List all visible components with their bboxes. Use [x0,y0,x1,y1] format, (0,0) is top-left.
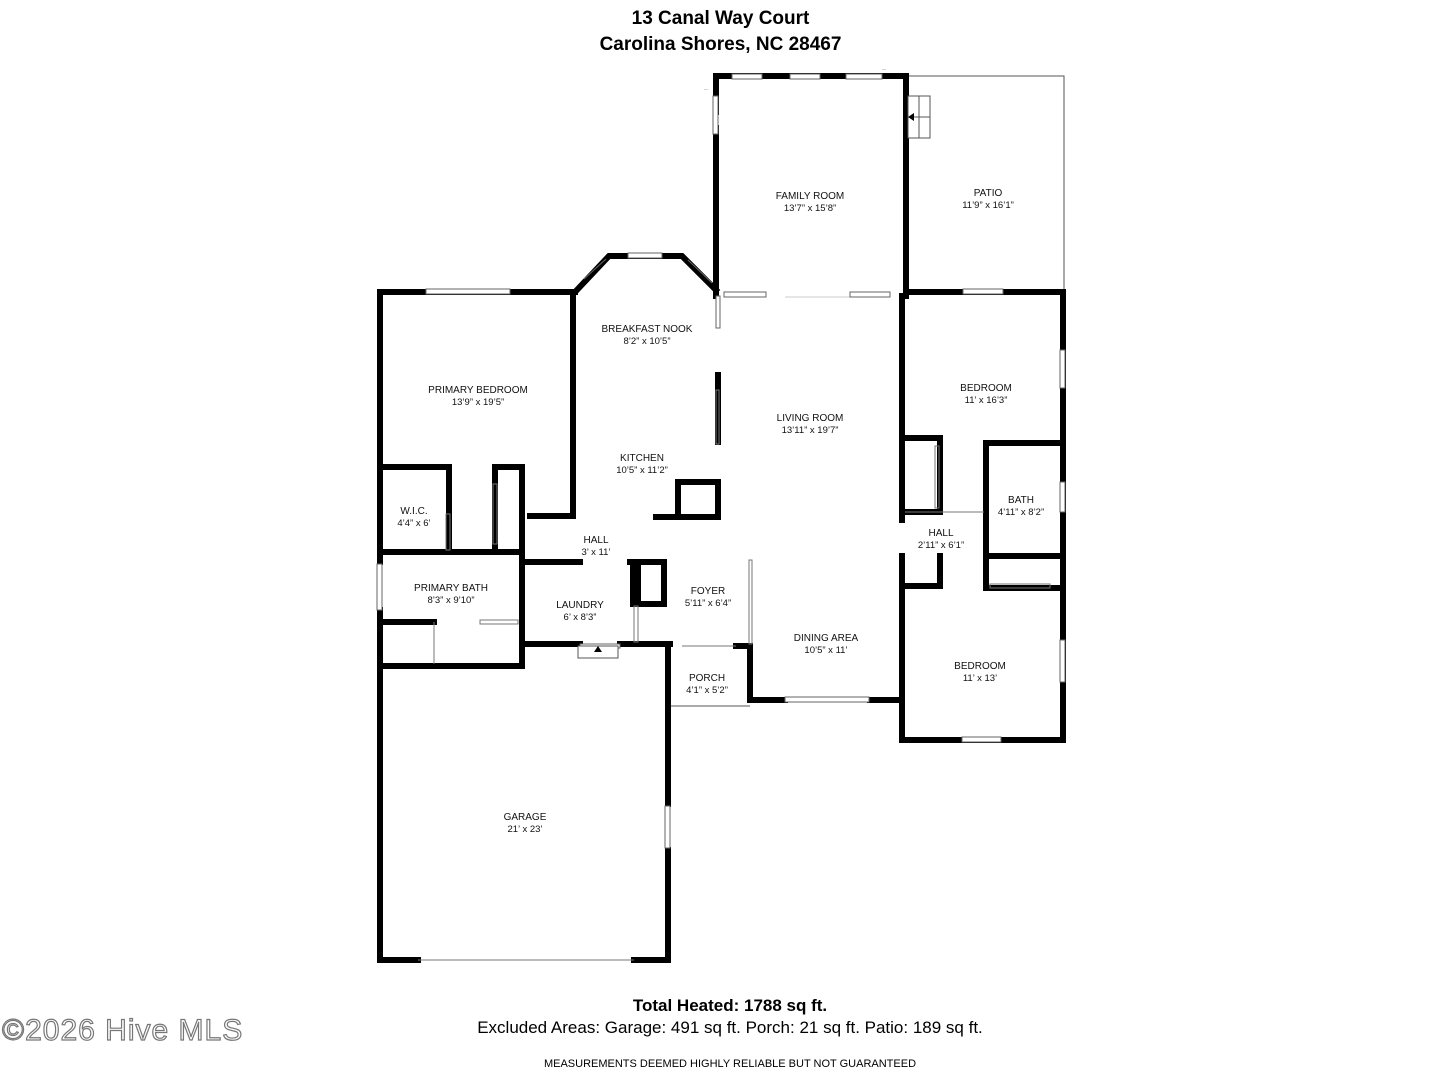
room-hall-1-name: HALL [583,535,608,546]
room-living-room-name: LIVING ROOM [777,413,844,424]
svg-text:—: — [704,86,708,91]
windows [376,73,1066,849]
walls [377,73,1066,963]
measurement-marks: — — [704,66,886,91]
room-porch-name: PORCH [689,673,725,684]
room-primary-bedroom-name: PRIMARY BEDROOM [428,385,528,396]
watermark: ©2026 Hive MLS [1,1013,244,1047]
room-hall-1-dims: 3’ x 11’ [581,547,610,558]
room-patio-name: PATIO [974,188,1003,199]
room-hall-2-dims: 2’11” x 6’1” [918,540,964,551]
address-line-1: 13 Canal Way Court [631,8,810,29]
room-bedroom-1-dims: 11’ x 16’3” [965,395,1008,406]
room-bath-dims: 4’11” x 8’2” [998,507,1044,518]
room-bedroom-2-name: BEDROOM [954,661,1006,672]
room-breakfast-nook-dims: 8’2” x 10’5” [624,336,671,347]
address-line-2: Carolina Shores, NC 28467 [599,34,842,55]
room-dining-area-dims: 10’5” x 11’ [804,645,847,656]
room-primary-bedroom-dims: 13’9” x 19’5” [452,397,504,408]
svg-text:—: — [882,66,886,71]
room-laundry-dims: 6’ x 8’3” [564,612,597,623]
room-living-room-dims: 13’11” x 19’7” [782,425,839,436]
room-patio-dims: 11’9” x 16’1” [962,200,1014,211]
room-foyer-dims: 5’11” x 6’4” [685,598,731,609]
bay-windows [583,258,713,284]
room-family-room-name: FAMILY ROOM [776,191,845,202]
room-hall-2-name: HALL [928,528,953,539]
room-laundry-name: LAUNDRY [556,600,604,611]
room-garage-dims: 21’ x 23’ [507,824,542,835]
room-family-room-dims: 13’7” x 15’8” [784,203,836,214]
room-garage-name: GARAGE [504,812,547,823]
room-kitchen-dims: 10’5” x 11’2” [616,465,668,476]
excluded-areas: Excluded Areas: Garage: 491 sq ft. Porch… [477,1018,983,1037]
room-wic-dims: 4’4” x 6’ [397,518,430,529]
room-bedroom-1-name: BEDROOM [960,383,1012,394]
room-bedroom-2-dims: 11’ x 13’ [963,673,997,684]
room-porch-dims: 4’1” x 5’2” [686,685,728,696]
entry-arrow-icon [594,113,914,652]
room-primary-bath-dims: 8’3” x 9’10” [428,595,475,606]
room-foyer-name: FOYER [691,586,725,597]
room-breakfast-nook-name: BREAKFAST NOOK [602,324,693,335]
room-wic-name: W.I.C. [400,506,427,517]
room-bath-name: BATH [1008,495,1034,506]
room-dining-area-name: DINING AREA [794,633,859,644]
room-kitchen-name: KITCHEN [620,453,664,464]
openings [418,389,1051,961]
disclaimer: MEASUREMENTS DEEMED HIGHLY RELIABLE BUT … [543,1058,917,1070]
room-primary-bath-name: PRIMARY BATH [414,583,488,594]
total-heated: Total Heated: 1788 sq ft. [632,996,828,1015]
room-labels: FAMILY ROOM 13’7” x 15’8” PATIO 11’9” x … [397,188,1044,835]
